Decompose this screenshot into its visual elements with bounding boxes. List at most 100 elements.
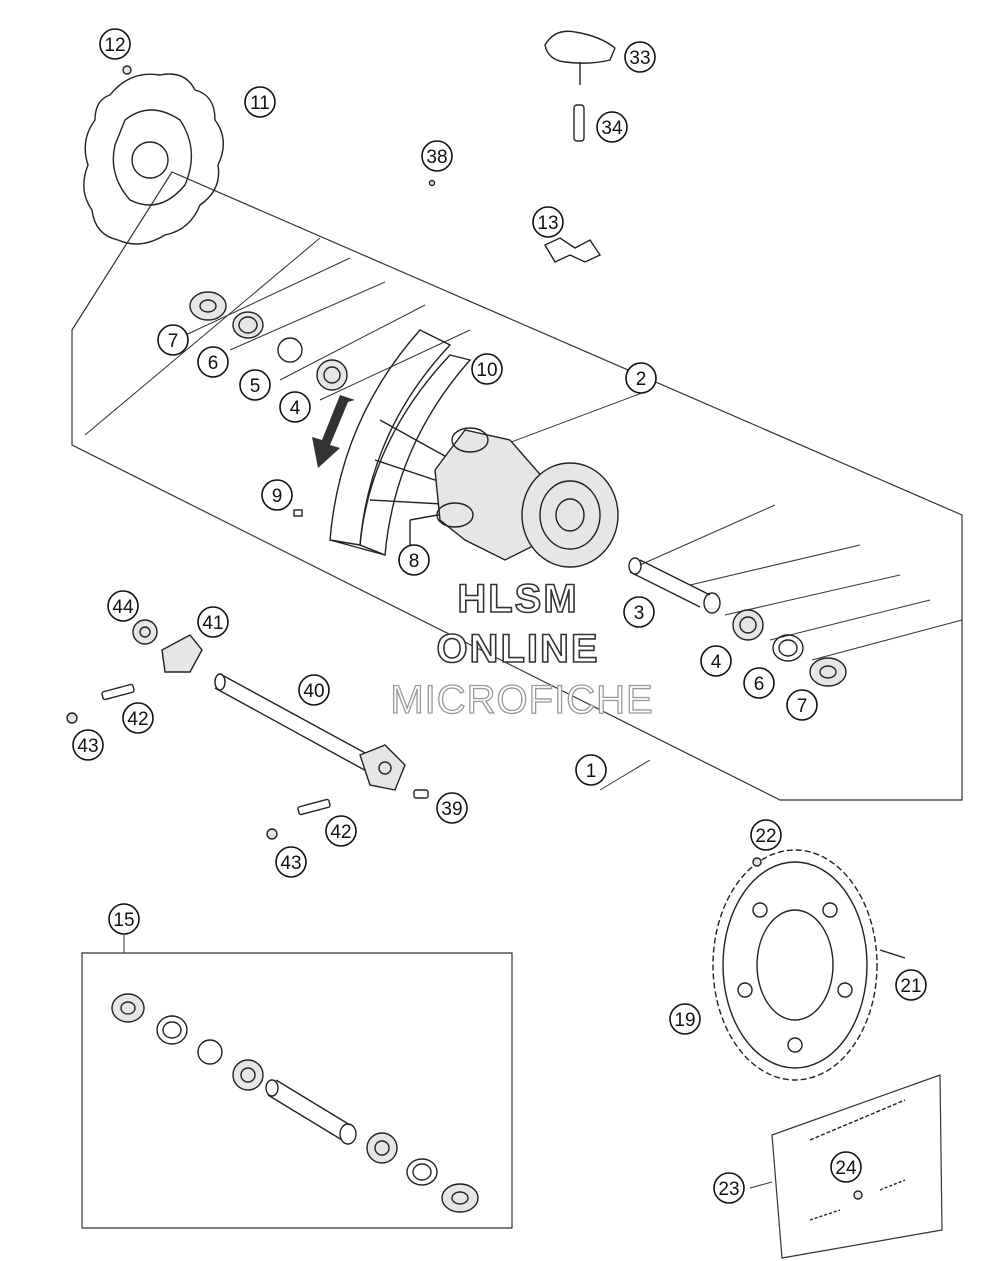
callout-c2: 2 <box>625 362 657 394</box>
callout-ring <box>421 140 453 172</box>
callout-ring <box>325 815 357 847</box>
callout-number: 42 <box>330 822 351 843</box>
callout-ring <box>99 28 131 60</box>
callout-number: 43 <box>77 736 98 757</box>
callout-c40: 40 <box>298 674 330 706</box>
spoke-nipple-9 <box>293 509 303 517</box>
callout-c44: 44 <box>107 590 139 622</box>
callout-number: 33 <box>629 48 650 69</box>
callout-ring <box>122 702 154 734</box>
callout-number: 13 <box>537 213 558 234</box>
callout-c5: 5 <box>239 369 271 401</box>
callout-c10: 10 <box>471 353 503 385</box>
callout-number: 6 <box>208 353 219 374</box>
callout-ring <box>596 111 628 143</box>
callout-ring <box>471 353 503 385</box>
axle <box>214 673 406 791</box>
callout-c39: 39 <box>436 792 468 824</box>
brake-disc <box>83 73 224 245</box>
callout-ring <box>244 86 276 118</box>
callout-number: 19 <box>674 1010 695 1031</box>
callout-number: 22 <box>755 826 776 847</box>
callout-number: 1 <box>586 761 597 782</box>
callout-number: 2 <box>636 369 647 390</box>
callout-number: 24 <box>835 1158 857 1179</box>
callout-ring <box>398 544 430 576</box>
rotation-arrow <box>312 395 355 468</box>
callout-number: 11 <box>250 93 270 114</box>
callout-ring <box>786 689 818 721</box>
callout-c21: 21 <box>895 969 927 1001</box>
callout-ring <box>669 1003 701 1035</box>
callout-number: 39 <box>441 799 462 820</box>
callout-c3: 3 <box>623 596 655 628</box>
callout-number: 6 <box>754 674 765 695</box>
callout-ring <box>197 346 229 378</box>
right-bearing-stack <box>732 609 847 687</box>
callout-number: 21 <box>900 976 921 997</box>
callout-ring <box>743 667 775 699</box>
callout-number: 44 <box>112 597 134 618</box>
nipple-38 <box>428 179 436 187</box>
bearing-kit <box>81 935 513 1229</box>
hub <box>434 427 619 568</box>
watermark: HLSM ONLINE MICROFICHE <box>390 576 654 722</box>
callout-ring <box>532 206 564 238</box>
callout-ring <box>157 324 189 356</box>
callout-number: 4 <box>711 652 722 673</box>
callout-c41: 41 <box>197 606 229 638</box>
callout-c11: 11 <box>244 86 276 118</box>
callout-ring <box>624 41 656 73</box>
disc-bolt <box>122 65 132 75</box>
adjuster-screws <box>66 683 429 840</box>
callout-c38: 38 <box>421 140 453 172</box>
callout-number: 4 <box>290 398 301 419</box>
left-bearing-stack <box>189 291 348 391</box>
callout-ring <box>108 903 140 935</box>
callout-c23: 23 <box>713 1172 745 1204</box>
callout-number: 34 <box>601 118 623 139</box>
leader-lines-left <box>84 237 651 791</box>
callout-c9: 9 <box>261 479 293 511</box>
callout-number: 7 <box>168 331 179 352</box>
watermark-line3: MICROFICHE <box>390 678 653 722</box>
callout-ring <box>895 969 927 1001</box>
spacer-tube <box>628 557 721 614</box>
valve-parts <box>544 30 616 142</box>
callout-ring <box>197 606 229 638</box>
callout-ring <box>750 819 782 851</box>
callout-c13: 13 <box>532 206 564 238</box>
callout-c34: 34 <box>596 111 628 143</box>
watermark-line1: HLSM <box>457 577 578 621</box>
callout-c7b: 7 <box>786 689 818 721</box>
callout-ring <box>436 792 468 824</box>
callout-c6a: 6 <box>197 346 229 378</box>
rear-sprocket <box>712 849 878 1081</box>
wheel-assembly-frame <box>71 171 963 801</box>
callout-c8: 8 <box>398 544 430 576</box>
callout-c43b: 43 <box>275 846 307 878</box>
callout-c12: 12 <box>99 28 131 60</box>
rim-tape <box>544 237 602 263</box>
callout-number: 10 <box>476 360 497 381</box>
callout-c6b: 6 <box>743 667 775 699</box>
callout-ring <box>830 1151 862 1183</box>
callout-c4b: 4 <box>700 645 732 677</box>
callout-number: 40 <box>303 681 324 702</box>
callout-c1: 1 <box>575 754 607 786</box>
leader-lines-right <box>639 504 963 661</box>
callout-number: 41 <box>202 613 223 634</box>
callout-number: 5 <box>250 376 261 397</box>
rim-segment <box>329 329 472 556</box>
callout-c42b: 42 <box>325 815 357 847</box>
callout-ring <box>275 846 307 878</box>
callout-ring <box>298 674 330 706</box>
callout-ring <box>625 362 657 394</box>
callout-ring <box>261 479 293 511</box>
callout-c33: 33 <box>624 41 656 73</box>
callout-ring <box>107 590 139 622</box>
callout-c4a: 4 <box>279 391 311 423</box>
callout-c42a: 42 <box>122 702 154 734</box>
callout-number: 23 <box>718 1179 739 1200</box>
